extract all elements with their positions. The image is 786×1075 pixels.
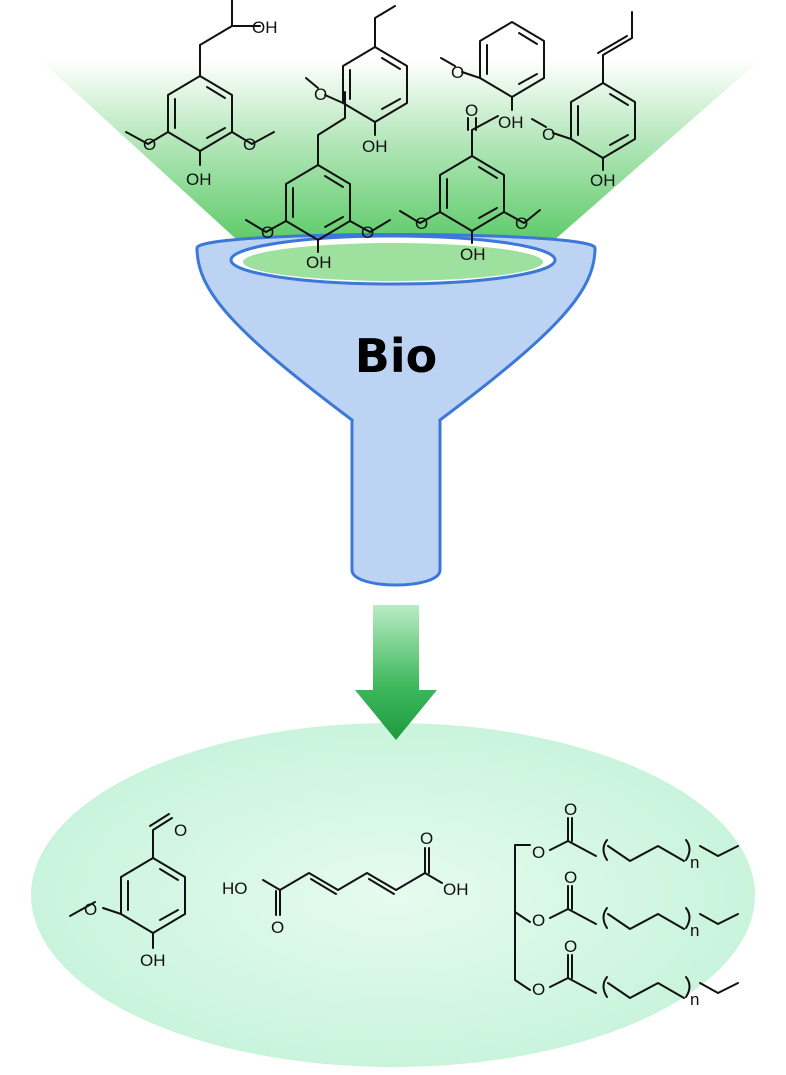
molecule-guaiacol: O OH <box>440 21 545 132</box>
label-oh: OH <box>498 113 524 132</box>
label-o: O <box>564 800 577 819</box>
label-oh: OH <box>186 170 212 189</box>
label-o: O <box>243 135 256 154</box>
label-o: O <box>532 980 545 999</box>
product-zone <box>31 723 755 1067</box>
label-o: O <box>174 821 187 840</box>
label-o: O <box>261 223 274 242</box>
label-o: O <box>271 918 284 937</box>
label-o: O <box>515 214 528 233</box>
label-n: n <box>690 853 699 872</box>
label-n: n <box>690 921 699 940</box>
molecule-triglyceride: O O n O O n O O n <box>514 800 739 1009</box>
molecule-dihydrosinapyl-alcohol: OH OH O O <box>125 0 278 189</box>
label-o: O <box>314 85 327 104</box>
label-ho: HO <box>222 879 248 898</box>
funnel-body <box>195 233 597 587</box>
label-oh: OH <box>362 137 388 156</box>
label-o: O <box>465 101 478 120</box>
label-o: O <box>532 843 545 862</box>
label-o: O <box>564 868 577 887</box>
label-o: O <box>420 829 433 848</box>
label-oh: OH <box>252 18 278 37</box>
label-o: O <box>361 223 374 242</box>
molecule-propylsyringol: O O OH <box>245 91 391 272</box>
label-o: O <box>451 63 464 82</box>
funnel-label: Bio <box>355 329 437 383</box>
label-oh: OH <box>590 171 616 190</box>
label-oh: OH <box>306 253 332 272</box>
funnel-mouth-glow <box>243 243 543 281</box>
label-o: O <box>564 937 577 956</box>
molecule-vanillin: O O OH <box>69 813 187 970</box>
molecule-ethylguaiacol: O OH <box>305 5 408 156</box>
green-glow-beam <box>40 60 760 270</box>
label-o: O <box>84 900 97 919</box>
label-o: O <box>143 135 156 154</box>
down-arrow <box>355 605 437 740</box>
label-o: O <box>532 911 545 930</box>
label-oh: OH <box>460 245 486 264</box>
molecule-muconic-acid: HO O O OH <box>222 829 469 937</box>
label-n: n <box>690 990 699 1009</box>
label-o: O <box>542 125 555 144</box>
label-oh: OH <box>140 951 166 970</box>
label-o: O <box>415 214 428 233</box>
molecule-acetosyringone: O O O OH <box>399 101 541 264</box>
molecule-isoeugenol: O OH <box>531 11 636 190</box>
label-oh: OH <box>443 880 469 899</box>
